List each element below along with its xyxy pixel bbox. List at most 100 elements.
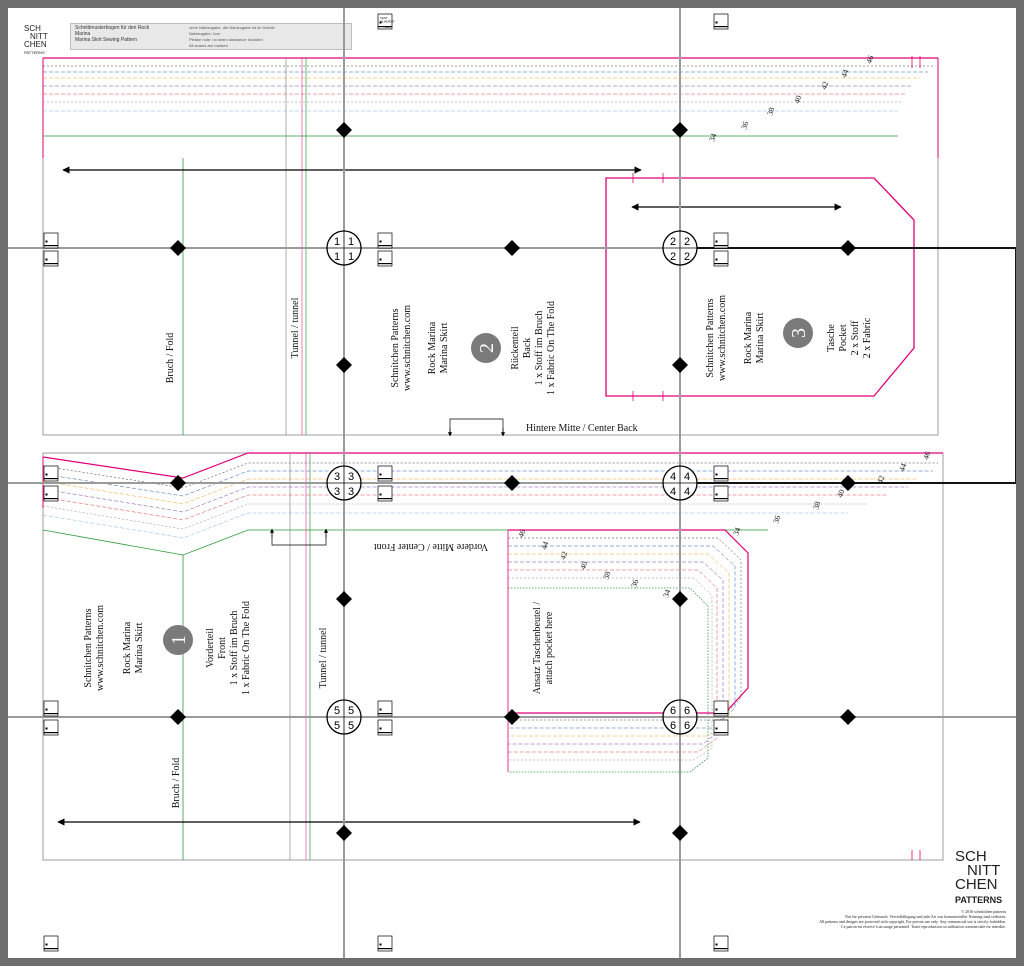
front-piece-en: Front xyxy=(217,637,228,659)
copyright-block: © 2016 schnittchen patterns Nur für priv… xyxy=(748,909,1006,929)
page-marker-6-bl: 6 xyxy=(670,720,676,732)
page-marker-5-tl: 5 xyxy=(334,705,340,717)
back-size-34: 34 xyxy=(707,132,718,142)
page-marker-2: 2 2 2 2 xyxy=(662,230,698,266)
pattern-sheet: Schnittmusterbogen für den Rock Marina M… xyxy=(8,8,1016,958)
page-marker-3-tl: 3 xyxy=(334,471,340,483)
copyright-line3: All patterns and designs are protected w… xyxy=(819,919,1006,924)
logo-bottom-line2: NITT xyxy=(967,862,1001,879)
front-attach-label-2: attach pocket here xyxy=(544,611,555,684)
pocket-brand: Schnitchen Patterns xyxy=(705,298,716,377)
header-title-3: Marina Skirt Sewing Pattern xyxy=(75,37,137,43)
front-fold-label: Bruch / Fold xyxy=(171,758,182,809)
pocket-piece-badge xyxy=(783,318,813,348)
front-piece xyxy=(42,452,944,861)
front-url: www.schnitchen.com xyxy=(95,605,106,691)
page-marker-3-bl: 3 xyxy=(334,486,340,498)
copyright-line2: Nur für privaten Gebrauch. Vervielfältig… xyxy=(845,914,1006,919)
logo-top: SCH NITT CHEN PATTERNS xyxy=(24,25,52,57)
back-piece-de: Rückenteil xyxy=(510,326,521,370)
page-highlight-box xyxy=(680,247,1016,484)
back-size-44: 44 xyxy=(839,68,850,78)
front-size-numbers: 34 36 38 40 42 44 46 46 44 42 40 38 36 3… xyxy=(516,450,932,598)
back-piece-en: Back xyxy=(522,338,533,359)
header-title-1: Schnittmusterbogen für den Rock xyxy=(75,25,150,31)
test-square-label-1: TEST xyxy=(380,16,388,20)
front-size-40: 40 xyxy=(835,488,846,498)
page-marker-3: 3 3 3 3 xyxy=(326,465,362,501)
page-marker-5-br: 5 xyxy=(348,720,354,732)
header-note-3: Please note: no seam allowance included xyxy=(189,37,263,42)
front-center-label: Vordere Mitte / Center Front xyxy=(374,541,488,552)
front-piece-badge xyxy=(163,625,193,655)
logo-bottom-line1: SCH xyxy=(955,848,987,865)
test-squares: TEST QUADRAT 3cm xyxy=(43,13,729,952)
pocket-size-36: 36 xyxy=(629,578,640,588)
front-size-46: 46 xyxy=(921,450,932,460)
page-marker-6: 6 6 6 6 xyxy=(662,699,698,735)
front-tunnel-label: Tunnel / tunnel xyxy=(318,627,329,688)
page-marker-4-tr: 4 xyxy=(684,471,690,483)
pocket-piece-number: 3 xyxy=(788,328,810,338)
front-piece-de: Vorderteil xyxy=(205,628,216,668)
header-note-1: ohne Nahtzugabe, die Nahtzugabe ist im S… xyxy=(189,25,275,30)
pocket-piece-en: Pocket xyxy=(838,324,849,351)
pocket-size-42: 42 xyxy=(558,550,569,560)
logo-top-line4: PATTERNS xyxy=(24,50,45,55)
pocket-size-38: 38 xyxy=(601,570,612,580)
pocket-cut-en: 2 x Fabric xyxy=(862,317,873,358)
back-piece-badge xyxy=(471,333,501,363)
page-marker-6-tl: 6 xyxy=(670,705,676,717)
page-marker-5-bl: 5 xyxy=(334,720,340,732)
back-brand: Schnitchen Patterns xyxy=(390,308,401,387)
pocket-piece-labels: Schnitchen Patterns www.schnitchen.com R… xyxy=(705,295,873,381)
pocket-url: www.schnitchen.com xyxy=(717,295,728,381)
back-size-numbers: 34 36 38 40 42 44 46 xyxy=(707,54,875,142)
logo-top-line1: SCH xyxy=(24,24,41,33)
front-cut-en: 1 x Fabric On The Fold xyxy=(241,601,252,695)
back-size-42: 42 xyxy=(819,80,830,90)
back-center-label: Hintere Mitte / Center Back xyxy=(526,423,638,434)
page-marker-2-br: 2 xyxy=(684,251,690,263)
pocket-size-40: 40 xyxy=(578,560,589,570)
back-cut-de: 1 x Stoff im Bruch xyxy=(534,311,545,386)
page-marker-1-tl: 1 xyxy=(334,236,340,248)
pattern-header: Schnittmusterbogen für den Rock Marina M… xyxy=(70,23,352,50)
logo-bottom-line4: PATTERNS xyxy=(955,895,1003,905)
header-title-2: Marina xyxy=(75,31,91,37)
back-url: www.schnitchen.com xyxy=(402,305,413,391)
back-fold-label: Bruch / Fold xyxy=(165,333,176,384)
page-marker-3-br: 3 xyxy=(348,486,354,498)
back-name-en: Marina Skirt xyxy=(439,322,450,373)
back-name-de: Rock Marina xyxy=(427,321,438,374)
front-name-de: Rock Marina xyxy=(122,621,133,674)
page-number-markers: 1 1 1 1 2 2 2 2 3 3 3 3 xyxy=(326,230,698,735)
pattern-drawing: 34 36 38 40 42 44 46 xyxy=(8,8,1016,958)
test-square-unit: 3cm xyxy=(385,25,391,29)
pocket-name-en: Marina Skirt xyxy=(755,312,766,363)
back-piece-labels: Bruch / Fold Tunnel / tunnel Schnitchen … xyxy=(165,297,638,434)
front-cut-de: 1 x Stoff im Bruch xyxy=(229,611,240,686)
page-marker-2-tr: 2 xyxy=(684,236,690,248)
pocket-cut-de: 2 x Stoff xyxy=(850,320,861,355)
page-marker-3-tr: 3 xyxy=(348,471,354,483)
page-marker-4: 4 4 4 4 xyxy=(662,465,698,501)
front-piece-number: 1 xyxy=(168,635,190,645)
page-marker-2-bl: 2 xyxy=(670,251,676,263)
page-marker-6-tr: 6 xyxy=(684,705,690,717)
page-marker-4-bl: 4 xyxy=(670,486,676,498)
pocket-name-de: Rock Marina xyxy=(743,311,754,364)
page-marker-5-tr: 5 xyxy=(348,705,354,717)
copyright-line4: Ce patron est réservé à un usage personn… xyxy=(841,924,1006,929)
page-marker-2-tl: 2 xyxy=(670,236,676,248)
back-size-38: 38 xyxy=(765,106,776,116)
test-square-label-2: QUADRAT xyxy=(380,20,395,24)
page-marker-1-bl: 1 xyxy=(334,251,340,263)
page-marker-4-br: 4 xyxy=(684,486,690,498)
alignment-diamonds xyxy=(170,122,856,841)
page-marker-1-br: 1 xyxy=(348,251,354,263)
page-marker-1-tr: 1 xyxy=(348,236,354,248)
front-size-44: 44 xyxy=(897,462,908,472)
logo-top-line2: NITT xyxy=(30,32,48,41)
header-note-4: All seams are marked xyxy=(189,43,228,48)
